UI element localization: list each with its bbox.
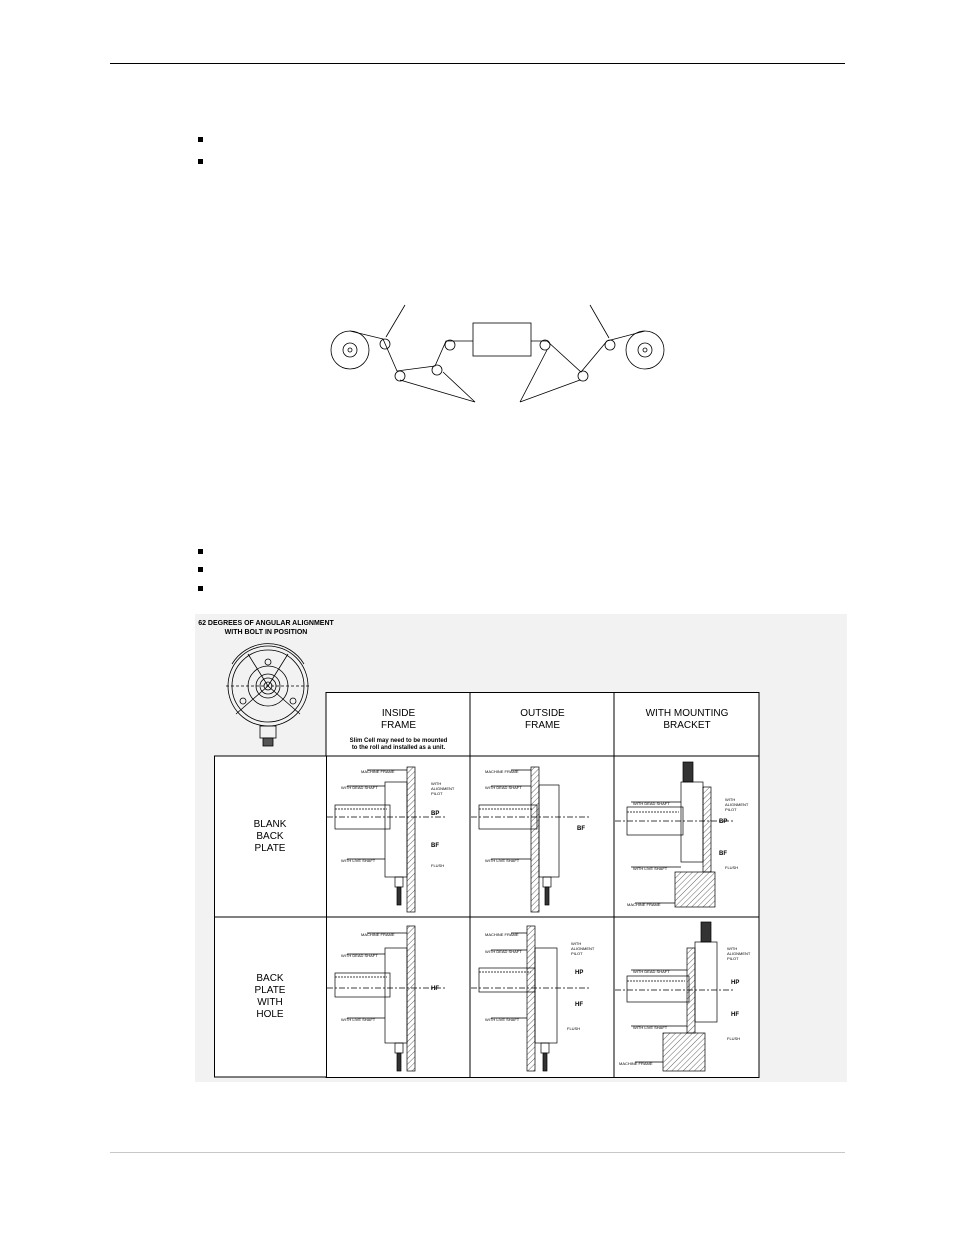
- caption-line: 62 DEGREES OF ANGULAR ALIGNMENT: [198, 620, 334, 627]
- label-alignment-pilot: ALIGNMENT: [431, 786, 455, 791]
- label-dead-shaft: WITH DEAD SHAFT: [485, 949, 522, 954]
- label-alignment-pilot: PILOT: [727, 956, 739, 961]
- label-hp: HP: [575, 970, 583, 976]
- label-bf: BF: [431, 843, 439, 849]
- label-hp: HP: [731, 980, 739, 986]
- label-dead-shaft: WITH DEAD SHAFT: [485, 785, 522, 790]
- label-live-shaft: WITH LIVE SHAFT: [633, 1025, 668, 1030]
- column-header-inside-frame: INSIDE FRAME Slim Cell may need to be mo…: [327, 708, 470, 752]
- bullet-marker: [198, 567, 203, 572]
- label-alignment-pilot: WITH: [431, 781, 441, 786]
- label-live-shaft: WITH LIVE SHAFT: [485, 1017, 520, 1022]
- label-machine-frame: MACHINE FRAME: [361, 769, 395, 774]
- label-bp: BP: [719, 819, 727, 825]
- bullet-marker: [198, 159, 203, 164]
- label-bf: BF: [719, 851, 727, 857]
- label-live-shaft: WITH LIVE SHAFT: [341, 1017, 376, 1022]
- label-dead-shaft: WITH DEAD SHAFT: [633, 801, 670, 806]
- label-flush: FLUSH: [727, 1036, 740, 1041]
- idler-roller: [431, 364, 443, 376]
- label-alignment-pilot: PILOT: [431, 791, 443, 796]
- idler-roller: [539, 339, 551, 351]
- label-dead-shaft: WITH DEAD SHAFT: [633, 969, 670, 974]
- footer-rule: [110, 1152, 845, 1153]
- drawing-blank-outside: MACHINE FRAME WITH DEAD SHAFT WITH LIVE …: [471, 766, 589, 913]
- column-header-with-mounting-bracket: WITH MOUNTING BRACKET: [645, 708, 729, 731]
- label-hf: HF: [575, 1002, 583, 1008]
- label-live-shaft: WITH LIVE SHAFT: [485, 858, 520, 863]
- label-machine-frame: MACHINE FRAME: [361, 932, 395, 937]
- label-alignment-pilot: WITH: [571, 941, 581, 946]
- idler-roller: [444, 339, 456, 351]
- label-bp: BP: [431, 811, 439, 817]
- label-hf: HF: [731, 1012, 739, 1018]
- label-flush: FLUSH: [725, 865, 738, 870]
- idler-roller: [379, 338, 391, 350]
- idler-roller: [394, 370, 406, 382]
- drawing-blank-inside: MACHINE FRAME WITH DEAD SHAFT WITH LIVE …: [327, 766, 455, 913]
- label-alignment-pilot: ALIGNMENT: [727, 951, 751, 956]
- figure-caption: 62 DEGREES OF ANGULAR ALIGNMENT WITH BOL…: [196, 619, 336, 637]
- row-label-blank-back-plate: BLANK BACK PLATE: [253, 819, 287, 854]
- bullet-marker: [198, 549, 203, 554]
- inside-frame-note: Slim Cell may need to be mounted: [349, 738, 448, 744]
- bullet-marker: [198, 586, 203, 591]
- drawing-blank-bracket: WITH DEAD SHAFT WITH LIVE SHAFT MACHINE …: [615, 761, 749, 908]
- header-rule: [110, 63, 845, 64]
- unwind-roll: [330, 330, 370, 370]
- label-live-shaft: WITH LIVE SHAFT: [633, 866, 668, 871]
- label-alignment-pilot: WITH: [725, 797, 735, 802]
- drawing-hole-outside: MACHINE FRAME WITH DEAD SHAFT WITH LIVE …: [471, 925, 595, 1072]
- idler-roller: [577, 370, 589, 382]
- label-alignment-pilot: ALIGNMENT: [571, 946, 595, 951]
- web-path-diagram: [330, 304, 665, 403]
- row-label-back-plate-with-hole: BACK PLATE WITH HOLE: [254, 973, 286, 1020]
- label-bf: BF: [577, 826, 585, 832]
- label-hf: HF: [431, 986, 439, 992]
- label-flush: FLUSH: [431, 863, 444, 868]
- rewind-roll: [625, 330, 665, 370]
- column-header-outside-frame: OUTSIDE FRAME: [520, 708, 565, 731]
- angular-alignment-drawing: [226, 643, 310, 747]
- caption-line: WITH BOLT IN POSITION: [224, 629, 308, 636]
- label-flush: FLUSH: [567, 1026, 580, 1031]
- label-dead-shaft: WITH DEAD SHAFT: [341, 785, 378, 790]
- label-alignment-pilot: ALIGNMENT: [725, 802, 749, 807]
- label-alignment-pilot: WITH: [727, 946, 737, 951]
- label-live-shaft: WITH LIVE SHAFT: [341, 858, 376, 863]
- label-alignment-pilot: PILOT: [571, 951, 583, 956]
- label-dead-shaft: WITH DEAD SHAFT: [341, 953, 378, 958]
- label-machine-frame: MACHINE FRAME: [485, 769, 519, 774]
- label-machine-frame: MACHINE FRAME: [619, 1061, 653, 1066]
- process-box: [472, 322, 532, 357]
- drawing-hole-inside: MACHINE FRAME WITH DEAD SHAFT WITH LIVE …: [327, 925, 445, 1072]
- label-machine-frame: MACHINE FRAME: [485, 932, 519, 937]
- label-alignment-pilot: PILOT: [725, 807, 737, 812]
- bullet-marker: [198, 137, 203, 142]
- label-machine-frame: MACHINE FRAME: [627, 902, 661, 907]
- drawing-hole-bracket: WITH DEAD SHAFT WITH LIVE SHAFT MACHINE …: [615, 921, 751, 1072]
